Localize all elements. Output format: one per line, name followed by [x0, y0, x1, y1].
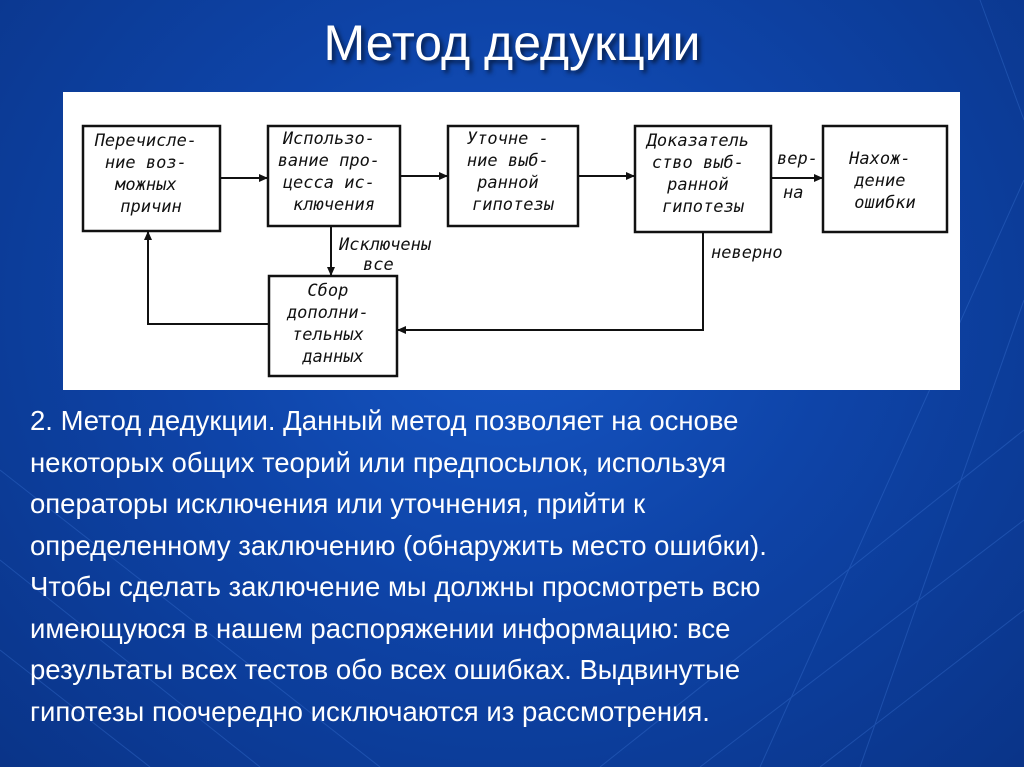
box-enumerate-line: Перечисле-: [94, 131, 197, 151]
box-prove-line: ранной: [666, 175, 728, 195]
paragraph-line: имеющуюся в нашем распоряжении информаци…: [30, 612, 731, 644]
label-true-line: на: [783, 183, 803, 203]
box-prove-text: Доказатель ство выб- ранной гипотезы: [645, 131, 760, 217]
box-refine-text: Уточне - ние выб- ранной гипотезы: [467, 129, 559, 215]
paragraph-line: некоторых общих теорий или предпосылок, …: [30, 446, 727, 478]
box-exclusion-text: Использо- вание про- цесса ис- ключения: [278, 129, 391, 215]
box-collect-line: данных: [301, 347, 364, 367]
box-exclusion-line: ключения: [293, 195, 375, 215]
box-find-error: [821, 124, 949, 234]
box-enumerate-line: причин: [120, 197, 181, 217]
label-all-excluded-line: все: [363, 255, 394, 275]
box-find-text: Нахож- дение ошибки: [848, 149, 921, 213]
box-refine-line: ранной: [476, 173, 538, 193]
arrow-prove-to-collect: [397, 232, 704, 334]
box-exclusion-line: вание про-: [278, 151, 380, 171]
arrow-collect-to-enumerate: [144, 231, 269, 325]
box-refine-line: ние выб-: [467, 151, 549, 171]
box-refine-line: Уточне -: [467, 129, 549, 149]
label-true: вер- на: [777, 149, 828, 203]
box-enumerate-text: Перечисле- ние воз- можных причин: [94, 131, 208, 217]
label-true-line: вер-: [777, 149, 818, 169]
paragraph-line: Чтобы сделать заключение мы должны просм…: [30, 571, 761, 602]
box-exclusion-line: цесса ис-: [283, 173, 375, 193]
box-enumerate-line: ние воз-: [105, 153, 187, 173]
label-all-excluded-line: Исключены: [338, 235, 432, 255]
paragraph-line: 2. Метод дедукции. Данный метод позволяе…: [30, 405, 739, 436]
paragraph-line: результаты всех тестов обо всех ошибках.…: [30, 654, 741, 685]
slide-title: Метод дедукции: [323, 15, 701, 71]
box-collect-line: тельных: [292, 325, 364, 345]
box-collect-text: Сбор дополни- тельных данных: [286, 281, 379, 367]
box-exclusion-line: Использо-: [282, 129, 375, 149]
paragraph-line: определенному заключению (обнаружить мес…: [30, 529, 767, 561]
paragraph-line: гипотезы поочередно исключаются из рассм…: [30, 695, 710, 727]
deduction-flowchart: Перечисле- ние воз- можных причин Исполь…: [63, 92, 960, 390]
box-enumerate-line: можных: [114, 175, 177, 195]
label-all-excluded: Исключены все: [338, 235, 441, 275]
paragraph-line: операторы исключения или уточнения, прий…: [30, 488, 646, 519]
box-prove-line: Доказатель: [645, 131, 749, 151]
box-prove-line: ство выб-: [652, 153, 744, 173]
box-prove-line: гипотезы: [662, 197, 745, 217]
box-collect-line: дополни-: [286, 303, 369, 323]
label-false: неверно: [711, 243, 783, 263]
box-refine-line: гипотезы: [472, 195, 555, 215]
box-find-line: ошибки: [854, 193, 915, 213]
box-collect-line: Сбор: [307, 281, 348, 301]
description-paragraph: 2. Метод дедукции. Данный метод позволяе…: [30, 400, 990, 732]
box-find-line: дение: [853, 171, 905, 191]
box-find-line: Нахож-: [848, 149, 910, 169]
